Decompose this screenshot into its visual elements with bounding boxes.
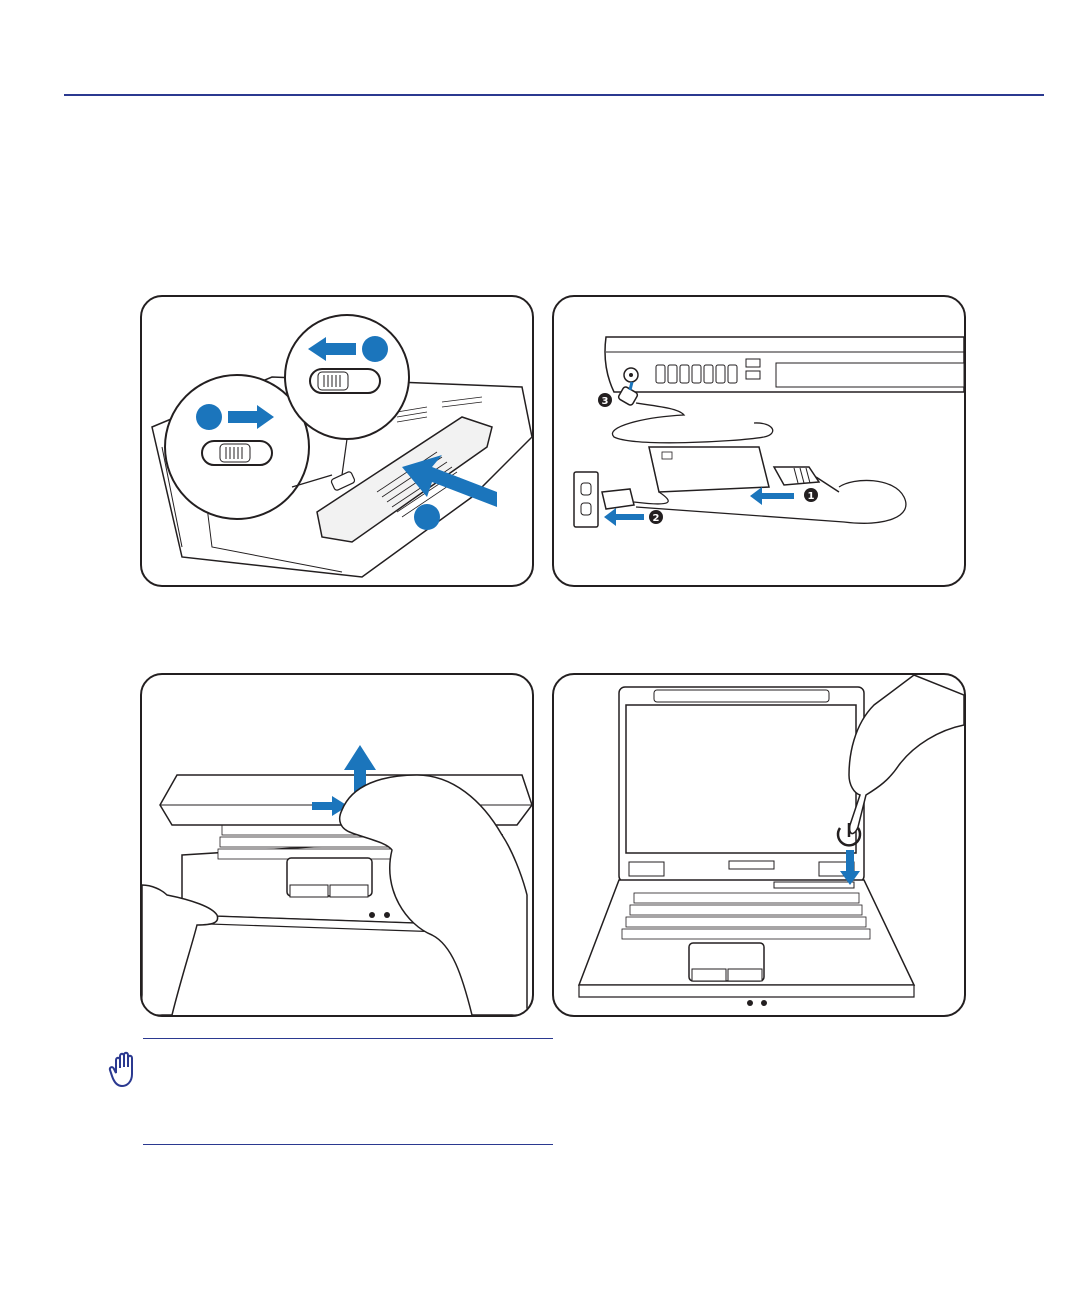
panel-connect-ac-adapter: 3 1 2: [552, 295, 966, 587]
battery-illustration: [142, 297, 532, 585]
step-marker: [414, 504, 440, 530]
step-number: 3: [602, 396, 609, 407]
power-on-illustration: [554, 675, 964, 1015]
wall-outlet-icon: [574, 472, 598, 527]
header-rule: [64, 94, 1044, 96]
step-number: 2: [653, 513, 660, 524]
open-lid-illustration: [142, 675, 532, 1015]
note-rule-top: [143, 1038, 553, 1039]
step-marker: [362, 336, 388, 362]
ac-adapter-illustration: 3 1 2: [554, 297, 964, 585]
step-marker: [196, 404, 222, 430]
note-rule-bottom: [143, 1144, 553, 1145]
arrow-left-icon: [604, 508, 644, 526]
step-number: 1: [808, 491, 815, 502]
hand-warning-icon: [108, 1050, 142, 1088]
arrow-left-icon: [750, 487, 794, 505]
panel-open-display-panel: [140, 673, 534, 1017]
panel-power-on: [552, 673, 966, 1017]
panel-install-battery: [140, 295, 534, 587]
